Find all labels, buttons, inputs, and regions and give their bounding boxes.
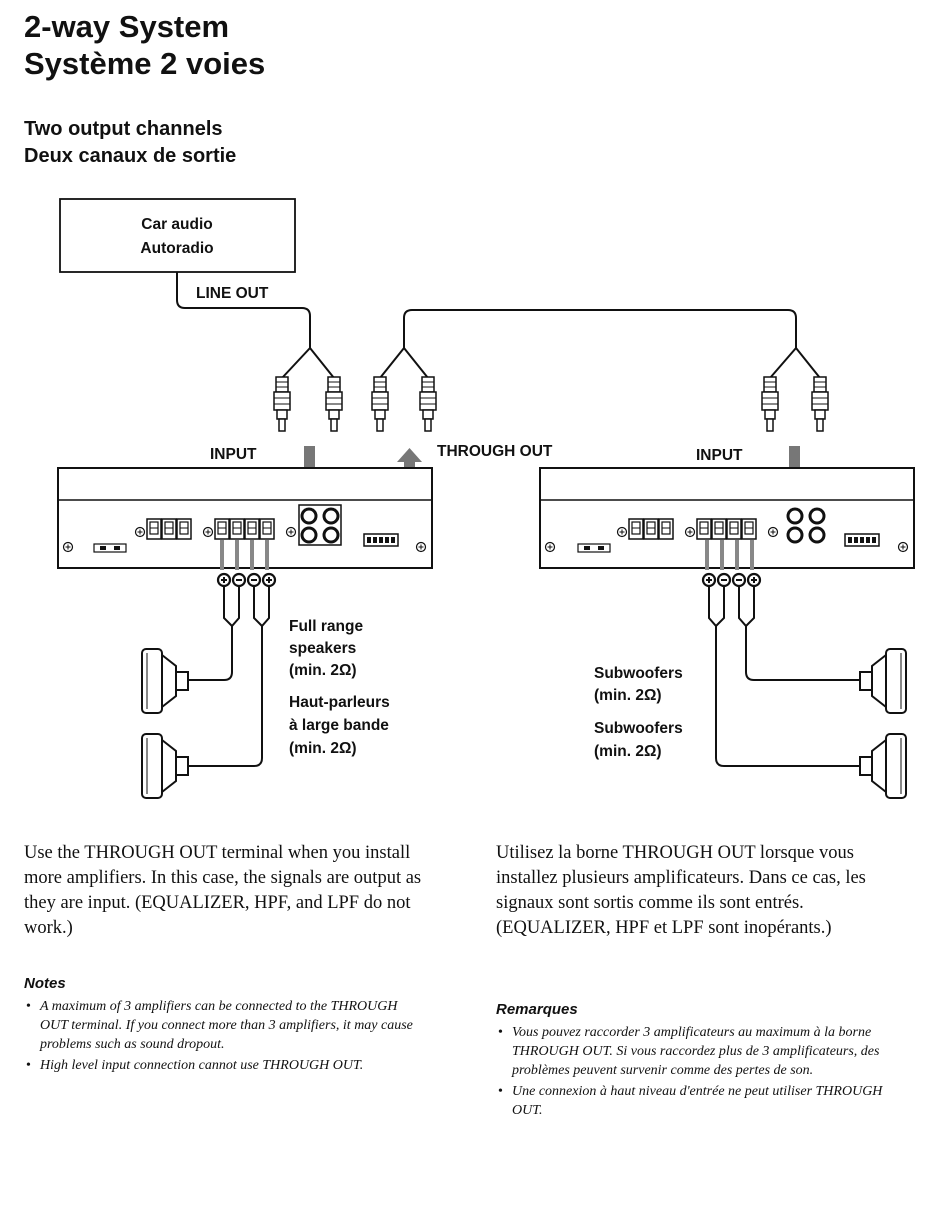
source-label-french: Autoradio [140,240,213,257]
french-description: Utilisez la borne THROUGH OUT lorsque vo… [496,843,866,938]
title-french: Système 2 voies [24,46,266,81]
full-range-speaker-label: Full range speakers (min. 2Ω) Haut-parle… [289,618,390,757]
input-label-right: INPUT [696,447,743,464]
amplifier-left [57,467,433,569]
full-range-speaker-2 [141,733,189,799]
note-item: High level input connection cannot use T… [24,1056,424,1075]
rca-plugs [273,376,829,432]
svg-text:Subwoofers: Subwoofers [594,665,683,682]
french-notes: Remarques Vous pouvez raccorder 3 amplif… [496,1000,896,1122]
source-label-english: Car audio [141,216,212,233]
speaker-leads-left [186,540,277,767]
svg-text:(min. 2Ω): (min. 2Ω) [594,743,662,760]
svg-text:(min. 2Ω): (min. 2Ω) [289,740,357,757]
through-out-label: THROUGH OUT [437,443,553,460]
line-out-label: LINE OUT [196,285,269,302]
remarques-heading: Remarques [496,1001,578,1018]
amplifier-right [539,467,915,569]
svg-text:à large bande: à large bande [289,717,389,734]
input-label-left: INPUT [210,446,257,463]
subheading-english: Two output channels [24,118,223,140]
subwoofer-2 [859,733,907,799]
section-heading: Two output channels Deux canaux de sorti… [24,116,236,170]
full-range-speaker-1 [141,648,189,714]
signal-cables [176,272,821,379]
svg-text:(min. 2Ω): (min. 2Ω) [594,687,662,704]
subheading-french: Deux canaux de sortie [24,145,237,167]
title-english: 2-way System [24,9,230,44]
subwoofer-1 [859,648,907,714]
svg-text:Full range: Full range [289,618,363,635]
svg-text:Haut-parleurs: Haut-parleurs [289,694,390,711]
notes-heading: Notes [24,975,66,992]
svg-text:Subwoofers: Subwoofers [594,720,683,737]
svg-text:(min. 2Ω): (min. 2Ω) [289,662,357,679]
english-notes: Notes A maximum of 3 amplifiers can be c… [24,974,424,1077]
note-item: A maximum of 3 amplifiers can be connect… [24,997,424,1054]
subwoofer-label: Subwoofers (min. 2Ω) Subwoofers (min. 2Ω… [594,665,683,760]
speaker-leads-right [701,540,862,767]
english-description: Use the THROUGH OUT terminal when you in… [24,843,422,938]
car-audio-unit: Car audio Autoradio [59,198,296,273]
svg-text:speakers: speakers [289,640,356,657]
note-item: Vous pouvez raccorder 3 amplificateurs a… [496,1023,896,1080]
page-title: 2-way System Système 2 voies [24,8,265,82]
connection-diagram: Car audio Autoradio LINE OUT INPUT THROU… [57,198,915,799]
note-item: Une connexion à haut niveau d'entrée ne … [496,1082,896,1120]
